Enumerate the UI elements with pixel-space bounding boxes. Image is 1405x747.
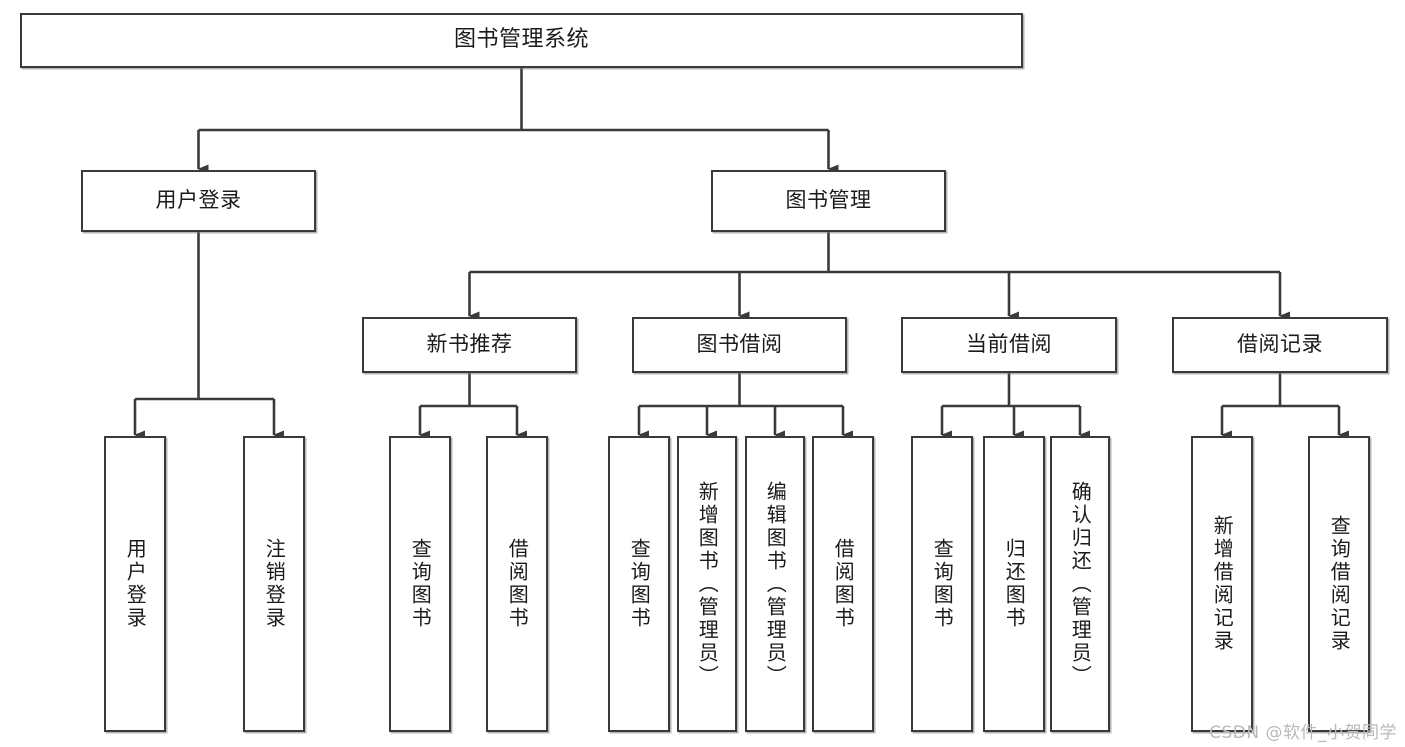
node-leaf-rec-2[interactable]: 查询借阅记录	[1308, 436, 1370, 732]
connector-lines	[133, 68, 1349, 440]
node-leaf-cur-1[interactable]: 查询图书	[911, 436, 973, 732]
node-label: 新增借阅记录	[1210, 515, 1235, 653]
node-borrow[interactable]: 图书借阅	[632, 317, 847, 373]
node-current[interactable]: 当前借阅	[901, 317, 1117, 373]
node-leaf-login-1[interactable]: 用户登录	[104, 436, 166, 732]
node-label: 用户登录	[123, 538, 148, 630]
node-leaf-bor-4[interactable]: 借阅图书	[812, 436, 874, 732]
node-label: 查询图书	[930, 538, 955, 630]
node-label: 借阅图书	[831, 538, 856, 630]
node-leaf-rec-1[interactable]: 新增借阅记录	[1191, 436, 1253, 732]
node-leaf-cur-2[interactable]: 归还图书	[983, 436, 1045, 732]
node-label: 借阅记录	[1237, 332, 1323, 357]
node-label: 图书管理系统	[453, 27, 589, 53]
node-records[interactable]: 借阅记录	[1172, 317, 1388, 373]
node-leaf-new-2[interactable]: 借阅图书	[486, 436, 548, 732]
node-leaf-bor-2[interactable]: 新增图书（管理员）	[677, 436, 737, 732]
node-bookmgmt[interactable]: 图书管理	[711, 170, 946, 232]
node-label: 用户登录	[155, 188, 242, 213]
node-label: 确认归还（管理员）	[1068, 480, 1093, 688]
node-label: 查询借阅记录	[1327, 515, 1352, 653]
node-label: 借阅图书	[505, 538, 530, 630]
node-label: 图书借阅	[696, 332, 783, 357]
node-leaf-new-1[interactable]: 查询图书	[389, 436, 451, 732]
node-leaf-cur-3[interactable]: 确认归还（管理员）	[1050, 436, 1110, 732]
node-label: 新增图书（管理员）	[695, 480, 720, 688]
node-login[interactable]: 用户登录	[81, 170, 316, 232]
node-label: 归还图书	[1002, 538, 1027, 630]
node-leaf-bor-3[interactable]: 编辑图书（管理员）	[745, 436, 805, 732]
node-leaf-bor-1[interactable]: 查询图书	[608, 436, 670, 732]
node-label: 注销登录	[262, 538, 287, 630]
node-label: 新书推荐	[426, 332, 513, 357]
node-label: 图书管理	[785, 188, 872, 213]
node-leaf-login-2[interactable]: 注销登录	[243, 436, 305, 732]
node-label: 编辑图书（管理员）	[763, 480, 788, 688]
node-root[interactable]: 图书管理系统	[20, 13, 1023, 68]
node-label: 查询图书	[627, 538, 652, 630]
node-newbook[interactable]: 新书推荐	[362, 317, 577, 373]
node-label: 当前借阅	[966, 332, 1052, 357]
node-label: 查询图书	[408, 538, 433, 630]
